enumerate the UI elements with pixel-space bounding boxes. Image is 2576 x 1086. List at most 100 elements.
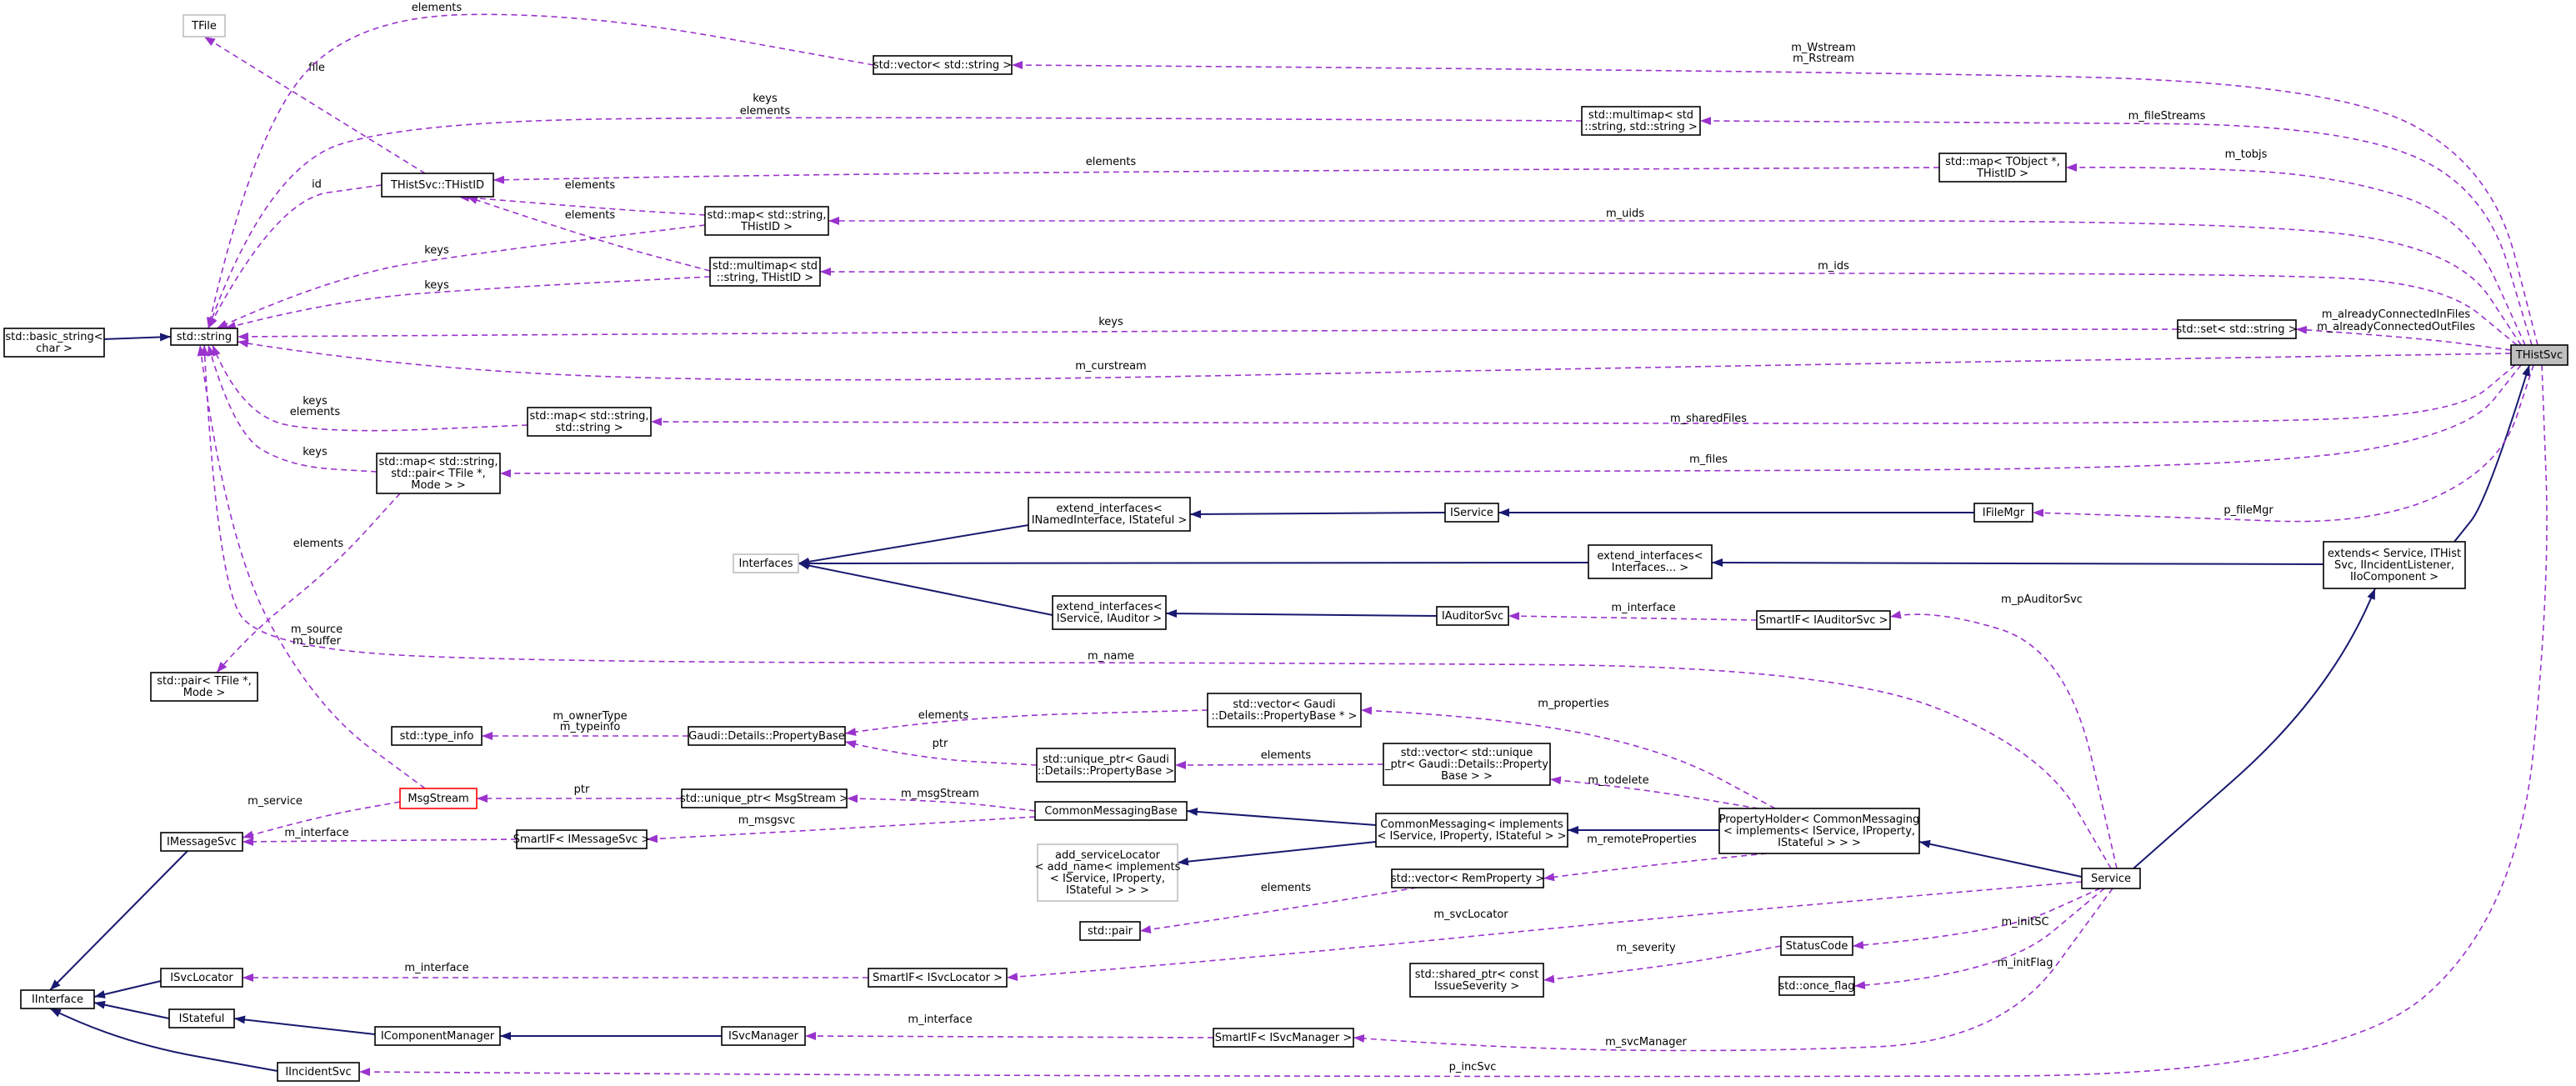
class-node-IFileMgr[interactable]: IFileMgr bbox=[1973, 503, 2033, 523]
class-node-map_s_pair[interactable]: std::map< std::string,std::pair< TFile *… bbox=[376, 453, 501, 494]
inheritance-edge-Service-to-extends bbox=[2133, 588, 2376, 869]
class-node-IComponentManager[interactable]: IComponentManager bbox=[374, 1026, 501, 1046]
inheritance-edge-IInterface-to-ISvcLocator bbox=[93, 980, 162, 998]
class-node-box bbox=[1207, 693, 1362, 728]
class-node-StatusCode[interactable]: StatusCode bbox=[1780, 936, 1853, 956]
class-node-box bbox=[1780, 936, 1853, 956]
usage-edge-PropertyHolder-to-vec_uptr: m_todelete bbox=[1549, 774, 1759, 809]
class-node-box bbox=[1036, 748, 1176, 783]
edge-label: m_interface bbox=[404, 962, 468, 974]
edge-path bbox=[819, 268, 2518, 346]
class-node-std_basic_string[interactable]: std::basic_string<char > bbox=[3, 328, 105, 358]
class-node-SmartIF_IMessageSvc[interactable]: SmartIF< IMessageSvc > bbox=[513, 829, 651, 849]
class-node-IStateful[interactable]: IStateful bbox=[168, 1008, 235, 1028]
class-node-std_pair[interactable]: std::pair bbox=[1079, 921, 1141, 941]
edge-path bbox=[458, 193, 706, 216]
edge-label: file bbox=[308, 62, 325, 74]
edges-layer: fileidelementskeyselementselementselemen… bbox=[49, 2, 2548, 1078]
edge-path bbox=[804, 1032, 1214, 1041]
class-node-label: Interfaces... > bbox=[1612, 562, 1688, 574]
class-node-uptr_propbase[interactable]: std::unique_ptr< Gaudi::Details::Propert… bbox=[1036, 748, 1176, 783]
class-node-map_s_hid[interactable]: std::map< std::string,THistID > bbox=[704, 206, 829, 236]
class-node-SmartIF_IAuditorSvc[interactable]: SmartIF< IAuditorSvc > bbox=[1756, 610, 1891, 630]
edge-path bbox=[358, 364, 2548, 1078]
class-node-label: std::vector< Gaudi bbox=[1233, 698, 1335, 711]
edge-label: m_name bbox=[1088, 650, 1134, 663]
class-node-Interfaces[interactable]: Interfaces bbox=[733, 553, 799, 573]
class-node-set_string[interactable]: std::set< std::string > bbox=[2177, 319, 2298, 339]
usage-edge-uptr_msgstream-to-MsgStream: ptr bbox=[477, 783, 682, 803]
class-node-vec_remprop[interactable]: std::vector< RemProperty > bbox=[1391, 868, 1544, 888]
class-node-label: std::map< std::string, bbox=[378, 456, 498, 468]
class-node-box bbox=[374, 1026, 501, 1046]
class-node-label: std::pair bbox=[1088, 925, 1133, 938]
nodes-layer: TFileTHistSvc::THistIDstd::basic_string<… bbox=[3, 14, 2568, 1082]
class-node-box bbox=[399, 788, 478, 809]
class-node-SmartIF_ISvcManager[interactable]: SmartIF< ISvcManager > bbox=[1213, 1028, 1354, 1048]
class-node-label: Svc, IIncidentListener, bbox=[2334, 559, 2454, 572]
class-node-ext_inamed[interactable]: extend_interfaces<INamedInterface, IStat… bbox=[1028, 497, 1191, 532]
class-node-THistSvc[interactable]: THistSvc bbox=[2510, 344, 2568, 366]
class-node-ISvcManager[interactable]: ISvcManager bbox=[721, 1026, 806, 1046]
edge-path bbox=[216, 493, 401, 673]
class-node-PropertyHolder[interactable]: PropertyHolder< CommonMessaging< impleme… bbox=[1718, 808, 1920, 854]
edge-label: m_files bbox=[1689, 453, 1728, 466]
class-node-CommonMessagingBase[interactable]: CommonMessagingBase bbox=[1034, 801, 1188, 821]
class-node-label: MsgStream bbox=[408, 793, 468, 805]
edge-label: m_interface bbox=[284, 827, 348, 839]
class-node-multimap_ss[interactable]: std::multimap< std::string, std::string … bbox=[1581, 106, 1701, 136]
class-node-pair_tfile[interactable]: std::pair< TFile *,Mode > bbox=[150, 672, 258, 702]
class-node-multimap_s_hid[interactable]: std::multimap< std::string, THistID > bbox=[709, 257, 821, 287]
class-node-IService[interactable]: IService bbox=[1444, 503, 1499, 523]
class-node-ext_iservice[interactable]: extend_interfaces<IService, IAuditor > bbox=[1052, 595, 1167, 630]
class-node-map_tobject[interactable]: std::map< TObject *,THistID > bbox=[1938, 153, 2067, 183]
class-node-IMessageSvc[interactable]: IMessageSvc bbox=[160, 832, 243, 852]
usage-edge-SmartIF_ISvcLocator-to-ISvcLocator: m_interface bbox=[243, 962, 868, 982]
class-node-IIncidentSvc[interactable]: IIncidentSvc bbox=[277, 1062, 360, 1082]
class-node-MsgStream[interactable]: MsgStream bbox=[399, 788, 478, 809]
class-node-SmartIF_ISvcLocator[interactable]: SmartIF< ISvcLocator > bbox=[868, 968, 1008, 988]
class-node-label: std::unique_ptr< MsgStream > bbox=[680, 793, 848, 805]
class-node-vec_propbase[interactable]: std::vector< Gaudi::Details::PropertyBas… bbox=[1207, 693, 1362, 728]
class-node-std_string[interactable]: std::string bbox=[170, 328, 238, 346]
edge-label: m_interface bbox=[908, 1013, 972, 1026]
class-node-label: std::shared_ptr< const bbox=[1415, 968, 1539, 981]
class-node-THistSvc_THistID[interactable]: THistSvc::THistID bbox=[381, 173, 494, 198]
edge-path bbox=[242, 837, 518, 846]
class-node-type_info[interactable]: std::type_info bbox=[391, 726, 483, 746]
edge-label: m_alreadyConnectedOutFiles bbox=[2317, 321, 2475, 333]
class-node-add_svcloc[interactable]: add_serviceLocator< add_name< implements… bbox=[1035, 843, 1181, 902]
class-node-label: IMessageSvc bbox=[167, 836, 237, 848]
class-node-label: std::vector< std::unique bbox=[1401, 747, 1533, 759]
class-node-PropertyBase[interactable]: Gaudi::Details::PropertyBase bbox=[688, 726, 846, 746]
usage-edge-multimap_s_hid-to-THistSvc_THistID: elements bbox=[466, 196, 711, 272]
class-node-once_flag[interactable]: std::once_flag bbox=[1778, 976, 1855, 996]
class-node-Service[interactable]: Service bbox=[2081, 868, 2141, 889]
class-node-label: ISvcLocator bbox=[170, 972, 233, 984]
class-node-ISvcLocator[interactable]: ISvcLocator bbox=[160, 968, 243, 988]
edge-path bbox=[798, 561, 1053, 616]
class-node-vec_string[interactable]: std::vector< std::string > bbox=[873, 55, 1013, 75]
inheritance-edge-ext_ifaces-to-extends bbox=[1711, 558, 2324, 568]
class-node-map_ss[interactable]: std::map< std::string,std::string > bbox=[527, 407, 652, 437]
class-node-box bbox=[1938, 153, 2067, 183]
class-node-IAuditorSvc[interactable]: IAuditorSvc bbox=[1436, 606, 1509, 626]
edge-label: elements bbox=[1086, 156, 1137, 168]
class-node-CommonMessaging[interactable]: CommonMessaging< implements< IService, I… bbox=[1375, 813, 1568, 848]
usage-edge-THistSvc-to-multimap_s_hid: m_ids bbox=[819, 260, 2518, 346]
edge-label: m_curstream bbox=[1075, 360, 1146, 373]
usage-edge-Service-to-once_flag: m_initFlag bbox=[1853, 888, 2105, 990]
class-node-IInterface[interactable]: IInterface bbox=[20, 989, 95, 1009]
class-node-ext_ifaces[interactable]: extend_interfaces<Interfaces... > bbox=[1588, 544, 1713, 579]
edge-label: m_pAuditorSvc bbox=[2001, 593, 2083, 606]
edge-label: elements bbox=[412, 2, 463, 14]
edge-label: m_initFlag bbox=[1997, 957, 2053, 969]
class-node-uptr_msgstream[interactable]: std::unique_ptr< MsgStream > bbox=[680, 788, 848, 808]
class-node-box bbox=[2323, 541, 2466, 589]
class-node-vec_uptr[interactable]: std::vector< std::unique_ptr< Gaudi::Det… bbox=[1383, 743, 1551, 786]
edge-label: elements bbox=[1261, 749, 1312, 762]
class-node-label: IStateful bbox=[179, 1013, 225, 1025]
class-node-TFile[interactable]: TFile bbox=[183, 14, 226, 38]
